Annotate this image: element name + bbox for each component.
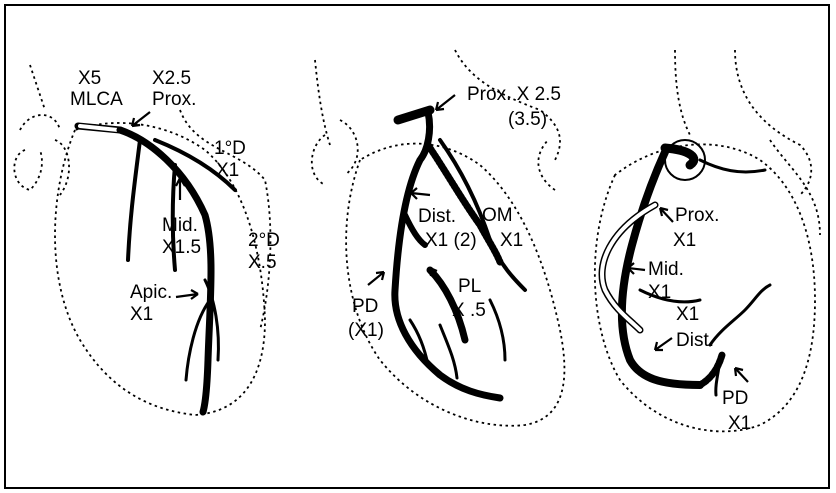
right-mid-label: Mid.: [648, 259, 684, 280]
left-x5-label: X5: [78, 68, 101, 89]
left-apic-arrow: [176, 290, 198, 299]
right-heart-outline: [595, 144, 815, 431]
left-heart-panel: X5 MLCA X2.5 Prox. 1°D X1 Mid. X1.5 2°D …: [14, 65, 280, 415]
right-prox-x-label: X1: [673, 230, 696, 251]
middle-dist-arrow: [411, 188, 430, 199]
left-apic-x-label: X1: [130, 304, 153, 325]
left-prox-label: Prox.: [152, 89, 196, 110]
left-atrium-outline: [14, 115, 69, 195]
middle-prox-paren-label: (3.5): [508, 109, 547, 130]
right-pd-label: PD: [722, 388, 748, 409]
middle-pd-x-label: (X1): [348, 320, 384, 341]
right-x1-label: X1: [676, 304, 699, 325]
right-heart-panel: Prox. X1 Mid. X1 X1 Dist. PD X1: [595, 50, 820, 434]
right-prox-label: Prox.: [675, 205, 719, 226]
middle-dist-label: Dist.: [418, 206, 456, 227]
right-prox-vessel: [665, 148, 694, 165]
middle-prox-label: Prox. X 2.5: [467, 84, 561, 105]
left-branch-a: [128, 140, 140, 260]
left-mid-x-label: X1.5: [162, 237, 201, 258]
left-1d-x-label: X1: [216, 160, 239, 181]
middle-pl-label: PL: [458, 276, 481, 297]
right-dist-label: Dist.: [676, 330, 714, 351]
left-1d-label: 1°D: [214, 138, 246, 159]
right-pd-arrow: [735, 368, 748, 382]
middle-om-x-label: X1: [500, 230, 523, 251]
middle-om-label: OM: [482, 205, 513, 226]
middle-prox-arrow: [436, 95, 455, 110]
left-x2-5-label: X2.5: [152, 68, 191, 89]
left-apic-label: Apic.: [130, 282, 172, 303]
right-prox-arrow: [660, 208, 673, 222]
left-mid-label: Mid.: [162, 215, 198, 236]
middle-heart-panel: Prox. X 2.5 (3.5) Dist. X1 (2) OM X1 PL …: [312, 50, 565, 426]
middle-pl-x-label: X .5: [452, 300, 486, 321]
left-mlca-label: MLCA: [70, 89, 123, 110]
left-lad-vessel: [120, 130, 211, 412]
right-pd-x-label: X1: [728, 413, 751, 434]
right-branch-small: [640, 160, 765, 302]
middle-pd-arrow: [368, 272, 384, 285]
middle-pd-label: PD: [352, 296, 378, 317]
left-2d-x-label: X.5: [248, 252, 277, 273]
right-pd-branch: [710, 285, 770, 395]
right-pd-graft: [700, 355, 722, 385]
right-mid-x-label: X1: [648, 282, 671, 303]
middle-dist-x-label: X1 (2): [425, 230, 477, 251]
middle-main-vessel: [395, 112, 500, 398]
right-mid-arrow: [628, 263, 645, 274]
right-dist-arrow: [655, 338, 672, 350]
left-2d-label: 2°D: [248, 230, 280, 251]
